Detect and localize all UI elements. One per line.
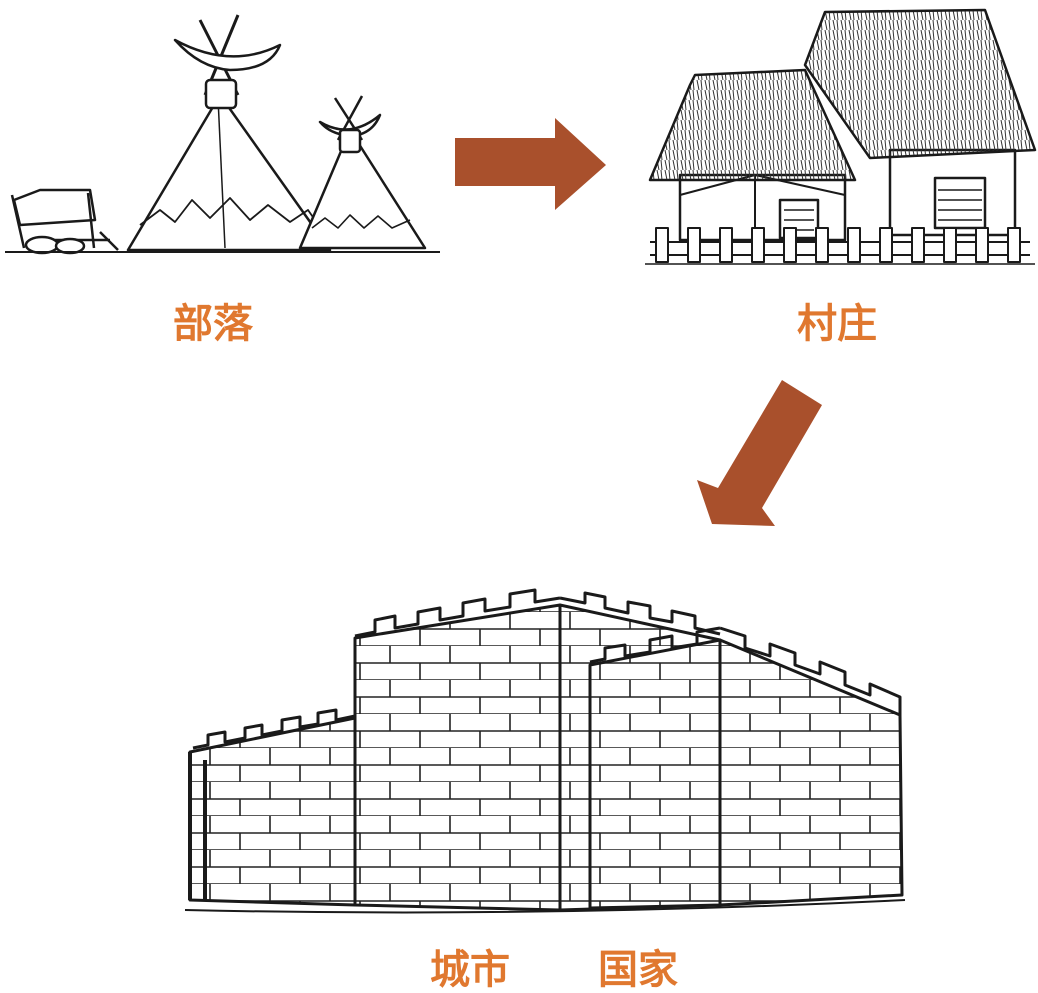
arrow-down-left bbox=[697, 380, 822, 526]
central-tower-front bbox=[353, 603, 562, 912]
state-label: 国家 bbox=[598, 947, 678, 993]
small-hut bbox=[648, 68, 857, 242]
city-label: 城市 bbox=[430, 947, 510, 993]
tribe-label: 部落 bbox=[173, 301, 253, 347]
small-tepee bbox=[298, 95, 427, 250]
left-wall bbox=[188, 716, 357, 907]
city-wall-drawing bbox=[184, 588, 906, 914]
village-label: 村庄 bbox=[797, 301, 877, 347]
right-wall-front bbox=[588, 638, 722, 910]
thatched-houses-drawing bbox=[645, 8, 1037, 265]
right-wall-side bbox=[718, 638, 904, 907]
large-hut bbox=[803, 8, 1037, 237]
log-frame bbox=[5, 188, 440, 255]
tepee-drawing bbox=[5, 14, 440, 255]
large-tepee bbox=[126, 14, 332, 252]
fence bbox=[645, 227, 1035, 265]
arrow-right bbox=[455, 118, 606, 210]
